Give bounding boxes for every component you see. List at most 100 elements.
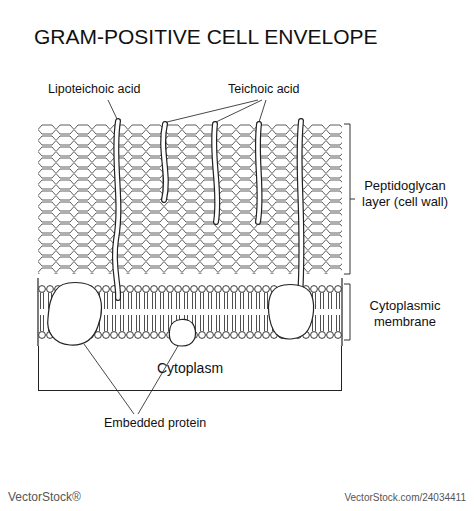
lipid-head (239, 332, 246, 339)
lipid-tail (329, 315, 332, 332)
lipid-tail (177, 293, 180, 310)
lipid-tail (337, 315, 340, 332)
lipid-head (215, 286, 222, 293)
lipid-tail (129, 293, 132, 310)
lipid-head (167, 286, 174, 293)
lipid-head (151, 286, 158, 293)
part-label: Peptidoglycan layer (cell wall) (357, 178, 453, 209)
lipid-head (111, 332, 118, 339)
lipid-tail (321, 315, 324, 332)
lipid-head (223, 286, 230, 293)
lipid-tail (137, 293, 140, 310)
lipid-head (143, 332, 150, 339)
lipid-tail (129, 315, 132, 332)
lipid-tail (145, 293, 148, 310)
lipid-tail (233, 315, 236, 332)
lipid-tail (113, 315, 116, 332)
lipid-tail (225, 293, 228, 310)
lipid-tail (41, 293, 44, 310)
lipid-tail (193, 293, 196, 310)
lipid-tail (217, 293, 220, 310)
region-label: Cytoplasm (157, 360, 223, 377)
embedded-protein (48, 283, 314, 347)
lipid-tail (137, 315, 140, 332)
lipid-tail (185, 293, 188, 310)
lipid-head (215, 332, 222, 339)
part-label: Teichoic acid (228, 82, 300, 97)
lipid-head (119, 332, 126, 339)
lipid-head (223, 332, 230, 339)
lipid-tail (113, 293, 116, 310)
lipid-head (327, 332, 334, 339)
lipid-head (151, 332, 158, 339)
lipid-head (247, 286, 254, 293)
lipid-head (127, 332, 134, 339)
lipid-head (143, 286, 150, 293)
watermark: VectorStock® (8, 490, 81, 504)
lipid-head (191, 286, 198, 293)
lipid-tail (169, 293, 172, 310)
lipid-head (255, 332, 262, 339)
bracket (344, 284, 350, 340)
lipid-tail (329, 293, 332, 310)
lipid-head (135, 332, 142, 339)
lipid-head (159, 286, 166, 293)
lipid-head (311, 332, 318, 339)
lipid-tail (41, 315, 44, 332)
bracket (344, 124, 355, 274)
lipid-head (263, 332, 270, 339)
lipid-tail (257, 293, 260, 310)
lipid-tail (337, 293, 340, 310)
lipid-tail (145, 315, 148, 332)
lipid-tail (321, 293, 324, 310)
lipid-head (127, 286, 134, 293)
lipid-head (39, 332, 46, 339)
lipid-tail (105, 315, 108, 332)
lipid-tail (257, 315, 260, 332)
lipid-head (311, 286, 318, 293)
lipid-head (103, 286, 110, 293)
part-label: Embedded protein (104, 416, 206, 431)
lipid-tail (153, 293, 156, 310)
lipid-head (47, 286, 54, 293)
lipid-tail (121, 315, 124, 332)
lipid-tail (249, 315, 252, 332)
lipid-tail (209, 315, 212, 332)
lipid-tail (265, 293, 268, 310)
leader-line (84, 100, 266, 414)
lipid-head (175, 286, 182, 293)
lipid-tail (265, 315, 268, 332)
lipid-head (335, 332, 342, 339)
lipid-tail (241, 293, 244, 310)
peptidoglycan-mesh (38, 124, 342, 274)
lipid-head (319, 286, 326, 293)
cytoplasm-region: Cytoplasm (38, 346, 342, 391)
lipid-head (207, 286, 214, 293)
lipid-head (327, 286, 334, 293)
lipid-tail (105, 293, 108, 310)
lipid-head (231, 286, 238, 293)
lipid-tail (153, 315, 156, 332)
lipid-head (199, 286, 206, 293)
lipid-head (199, 332, 206, 339)
lipid-head (231, 332, 238, 339)
lipid-tail (201, 315, 204, 332)
lipid-head (135, 286, 142, 293)
lipid-head (335, 286, 342, 293)
lipid-head (207, 332, 214, 339)
watermark: VectorStock.com/24034411 (344, 492, 466, 504)
lipid-tail (217, 315, 220, 332)
lipid-head (247, 332, 254, 339)
lipid-tail (161, 315, 164, 332)
part-label: Lipoteichoic acid (48, 82, 140, 97)
lipid-head (103, 332, 110, 339)
teichoic-molecules (115, 121, 302, 298)
lipid-tail (233, 293, 236, 310)
lipid-tail (201, 293, 204, 310)
lipid-head (239, 286, 246, 293)
lipid-head (255, 286, 262, 293)
lipid-tail (249, 293, 252, 310)
lipid-head (39, 286, 46, 293)
lipid-head (183, 286, 190, 293)
